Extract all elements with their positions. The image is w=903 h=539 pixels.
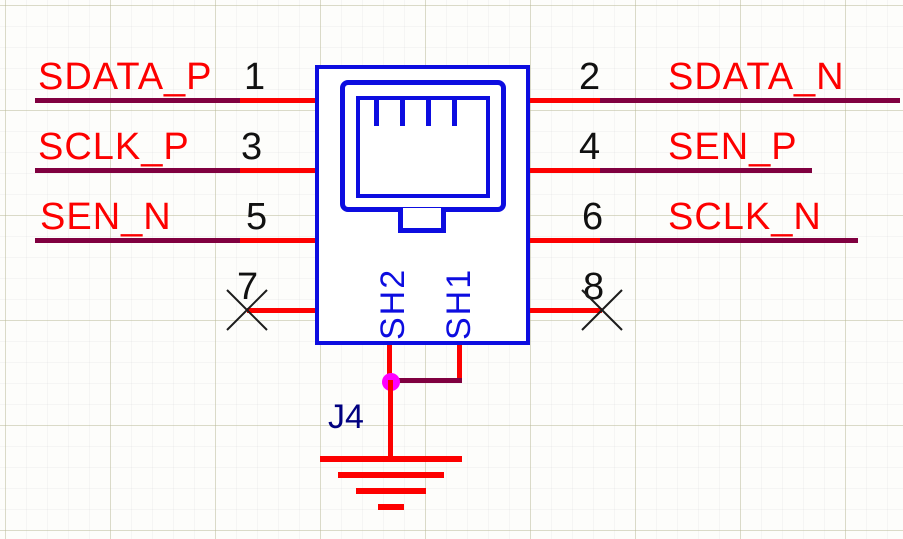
rj45-inner-shell	[356, 96, 490, 198]
ground-stem	[388, 380, 393, 460]
pin-4-number: 4	[579, 126, 601, 168]
net-label-sclk-n[interactable]: SCLK_N	[668, 196, 822, 238]
rj45-latch-tab	[398, 208, 446, 233]
pin-1-number: 1	[244, 56, 266, 98]
pin-sh1[interactable]	[457, 345, 462, 383]
pin-3[interactable]	[240, 168, 317, 173]
net-label-sclk-p[interactable]: SCLK_P	[38, 126, 190, 168]
wire-sen-p[interactable]	[600, 168, 812, 173]
pin-1[interactable]	[240, 98, 317, 103]
pin-3-number: 3	[241, 126, 263, 168]
wire-sclk-n[interactable]	[600, 238, 858, 243]
ground-bar	[378, 504, 404, 510]
net-label-sen-p[interactable]: SEN_P	[668, 126, 798, 168]
component-body[interactable]	[315, 65, 530, 345]
pin-2-number: 2	[579, 56, 601, 98]
pin-7[interactable]	[247, 308, 317, 313]
wire-sclk-p[interactable]	[35, 168, 240, 173]
net-label-sdata-p[interactable]: SDATA_P	[38, 56, 213, 98]
pin-5-number: 5	[246, 196, 268, 238]
pin-6[interactable]	[528, 238, 602, 243]
rj45-contact-icon	[400, 100, 405, 126]
component-designator[interactable]: J4	[328, 398, 364, 436]
wire-sen-n[interactable]	[35, 238, 240, 243]
pin-4[interactable]	[528, 168, 602, 173]
wire-shield[interactable]	[389, 378, 462, 383]
ground-symbol[interactable]	[320, 380, 462, 512]
net-label-sen-n[interactable]: SEN_N	[40, 196, 172, 238]
pin-5[interactable]	[240, 238, 317, 243]
ground-bar	[338, 472, 444, 478]
pin-sh2[interactable]	[387, 345, 392, 383]
net-label-sdata-n[interactable]: SDATA_N	[668, 56, 845, 98]
shield-pin-label-sh2: SH2	[374, 267, 412, 340]
rj45-contact-icon	[452, 100, 457, 126]
shield-pin-label-sh1: SH1	[440, 267, 478, 340]
pin-2[interactable]	[528, 98, 602, 103]
wire-sdata-n[interactable]	[600, 98, 900, 103]
pin-7-number: 7	[237, 266, 259, 308]
pin-8[interactable]	[528, 308, 602, 313]
ground-bar	[356, 488, 426, 494]
pin-6-number: 6	[582, 196, 604, 238]
no-connect-icon-pin-7[interactable]	[223, 286, 271, 334]
no-connect-icon-pin-8[interactable]	[578, 286, 626, 334]
rj45-jack-icon	[340, 80, 506, 235]
ground-bar	[320, 456, 462, 462]
wire-sdata-p[interactable]	[35, 98, 240, 103]
rj45-contact-icon	[426, 100, 431, 126]
rj45-contact-icon	[374, 100, 379, 126]
